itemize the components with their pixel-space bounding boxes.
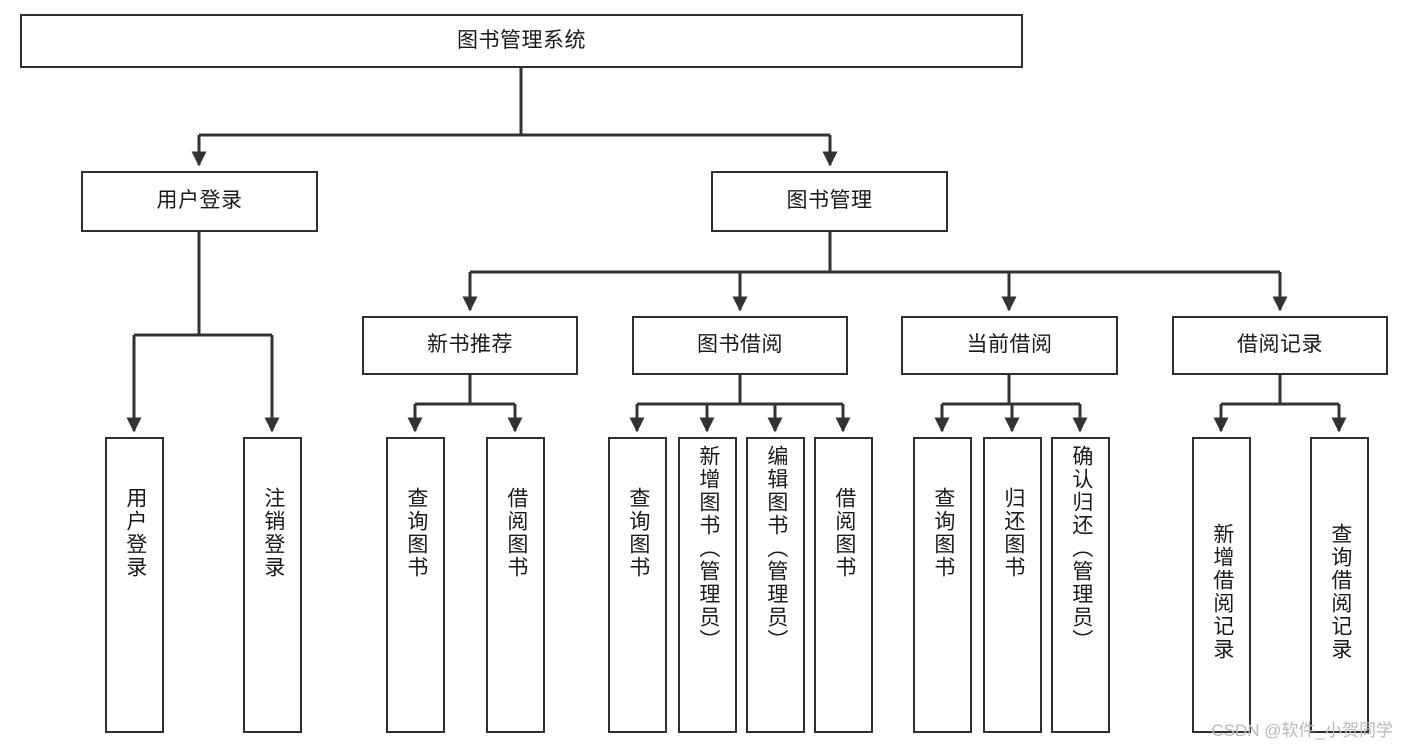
node-book-manage[interactable]: 图书管理 <box>711 171 948 232</box>
node-leaf-query-book-1-label: 查询图书 <box>404 487 428 579</box>
node-leaf-user-logout-label: 注销登录 <box>261 487 285 579</box>
node-leaf-borrow-book-1[interactable]: 借阅图书 <box>486 437 545 733</box>
node-leaf-borrow-book-1-label: 借阅图书 <box>504 487 528 579</box>
node-book-manage-label: 图书管理 <box>786 189 873 213</box>
node-borrow-record-label: 借阅记录 <box>1237 333 1323 357</box>
node-leaf-user-login-label: 用户登录 <box>123 487 147 579</box>
node-user-login[interactable]: 用户登录 <box>81 171 318 232</box>
node-leaf-query-book-1[interactable]: 查询图书 <box>386 437 445 733</box>
node-leaf-query-book-2[interactable]: 查询图书 <box>608 437 667 733</box>
node-user-login-label: 用户登录 <box>156 189 243 213</box>
node-leaf-borrow-book-2-label: 借阅图书 <box>832 487 856 579</box>
node-root[interactable]: 图书管理系统 <box>20 14 1023 68</box>
node-leaf-return-book[interactable]: 归还图书 <box>983 437 1042 733</box>
node-leaf-query-book-3-label: 查询图书 <box>931 487 955 579</box>
node-current-borrow-label: 当前借阅 <box>966 333 1053 357</box>
node-leaf-borrow-book-2[interactable]: 借阅图书 <box>814 437 873 733</box>
node-leaf-add-record[interactable]: 新增借阅记录 <box>1192 437 1251 733</box>
node-leaf-edit-book-label: 编辑图书（管理员） <box>764 445 788 652</box>
node-leaf-edit-book[interactable]: 编辑图书（管理员） <box>746 437 805 733</box>
node-new-book-rec-label: 新书推荐 <box>427 333 513 357</box>
node-leaf-user-login[interactable]: 用户登录 <box>105 437 164 733</box>
node-leaf-query-record[interactable]: 查询借阅记录 <box>1310 437 1369 733</box>
watermark: CSDN @软件_小贺同学 <box>1211 721 1393 740</box>
node-leaf-query-book-3[interactable]: 查询图书 <box>913 437 972 733</box>
node-leaf-query-record-label: 查询借阅记录 <box>1328 523 1352 661</box>
node-leaf-confirm-return-label: 确认归还（管理员） <box>1069 445 1093 652</box>
node-root-label: 图书管理系统 <box>457 28 586 52</box>
node-leaf-return-book-label: 归还图书 <box>1001 487 1025 579</box>
node-borrow-record[interactable]: 借阅记录 <box>1172 316 1388 375</box>
node-leaf-user-logout[interactable]: 注销登录 <box>243 437 302 733</box>
node-book-borrow[interactable]: 图书借阅 <box>632 316 848 375</box>
node-leaf-confirm-return[interactable]: 确认归还（管理员） <box>1051 437 1110 733</box>
node-current-borrow[interactable]: 当前借阅 <box>901 316 1118 375</box>
node-leaf-add-book-label: 新增图书（管理员） <box>696 445 720 652</box>
node-book-borrow-label: 图书借阅 <box>697 333 783 357</box>
node-leaf-add-record-label: 新增借阅记录 <box>1210 523 1234 661</box>
node-leaf-query-book-2-label: 查询图书 <box>626 487 650 579</box>
node-new-book-rec[interactable]: 新书推荐 <box>362 316 578 375</box>
node-leaf-add-book[interactable]: 新增图书（管理员） <box>678 437 737 733</box>
